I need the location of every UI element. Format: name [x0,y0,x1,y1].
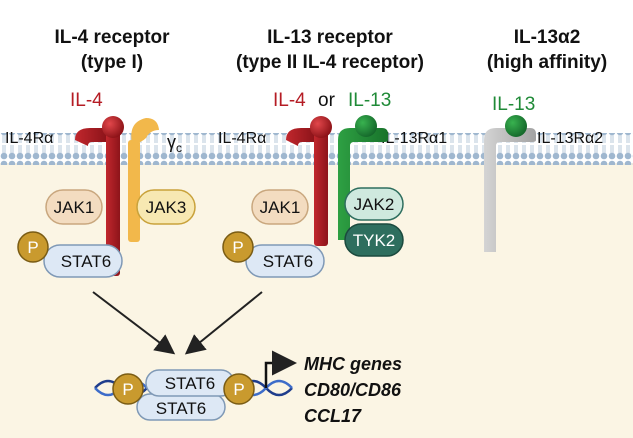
il13-ligand-ball-type2 [355,115,377,137]
il4ra-receptor-type2 [286,116,332,246]
receptor-il4ra-label-type1: IL-4Rα [5,130,53,147]
jak1-label-type2: JAK1 [260,198,301,217]
phospho-dimer-right [223,373,255,405]
ligand-il4-label-type1: IL-4 [70,90,103,111]
target-mhc-genes: MHC genes [304,354,402,374]
receptor-il13ra1-label: IL-13Rα1 [381,130,447,147]
stat6-dimer-label-top: STAT6 [165,374,215,393]
phospho-type1: P [17,231,49,263]
jak3-box: JAK3 [136,189,196,225]
phospho-label-type1: P [27,238,38,257]
il13ra1-receptor [338,115,388,240]
receptor-il13ra2-label: IL-13Rα2 [537,130,603,147]
phospho-type2: P [222,231,254,263]
phospho-dimer-right-label: P [233,380,244,399]
target-cd80-cd86: CD80/CD86 [304,380,402,400]
target-ccl17: CCL17 [304,406,362,426]
stat6-dimer: STAT6 STAT6 P P [112,369,255,421]
transcription-arrow [264,350,297,388]
ligand-or-label: or [318,90,336,111]
ligand-il13-label-type2: IL-13 [348,90,391,111]
header-il13a2-affinity: (high affinity) [487,52,607,73]
il4-ligand-ball-type2 [310,116,332,138]
tyk2-box: TYK2 [344,223,404,257]
receptor-il4ra-label-type2: IL-4Rα [218,130,266,147]
header-il13a2: IL-13α2 [514,27,581,48]
header-il13-type: (type II IL-4 receptor) [236,52,424,73]
il13-ligand-ball-a2 [505,115,527,137]
stat6-box-type2: STAT6 [245,244,325,278]
header-il4-receptor: IL-4 receptor [54,27,170,48]
il4ra-receptor-type1 [75,116,124,276]
jak1-label-type1: JAK1 [54,198,95,217]
phospho-dimer-left-label: P [122,380,133,399]
stat6-dimer-label-bottom: STAT6 [156,399,206,418]
il13ra2-receptor [484,115,536,252]
il4-ligand-ball [102,116,124,138]
arrow-type1-to-dimer [92,291,176,355]
tyk2-label: TYK2 [353,231,396,250]
ligand-il13-label-a2: IL-13 [492,94,535,115]
gamma-c-receptor [128,118,159,242]
arrow-type2-to-dimer [184,291,263,355]
phospho-dimer-left [112,373,144,405]
header-il13-receptor: IL-13 receptor [267,27,393,48]
jak3-label: JAK3 [146,198,187,217]
receptor-gamma-c-label: γc [167,132,182,155]
stat6-label-type1: STAT6 [61,252,111,271]
ligand-il4-label-type2: IL-4 [273,90,306,111]
jak2-label: JAK2 [354,195,395,214]
phospho-label-type2: P [232,238,243,257]
header-il4-type: (type I) [81,52,143,73]
stat6-box-type1: STAT6 [43,244,123,278]
jak1-box-type1: JAK1 [45,189,103,225]
stat6-label-type2: STAT6 [263,252,313,271]
jak2-box: JAK2 [344,187,404,221]
jak1-box-type2: JAK1 [251,189,309,225]
